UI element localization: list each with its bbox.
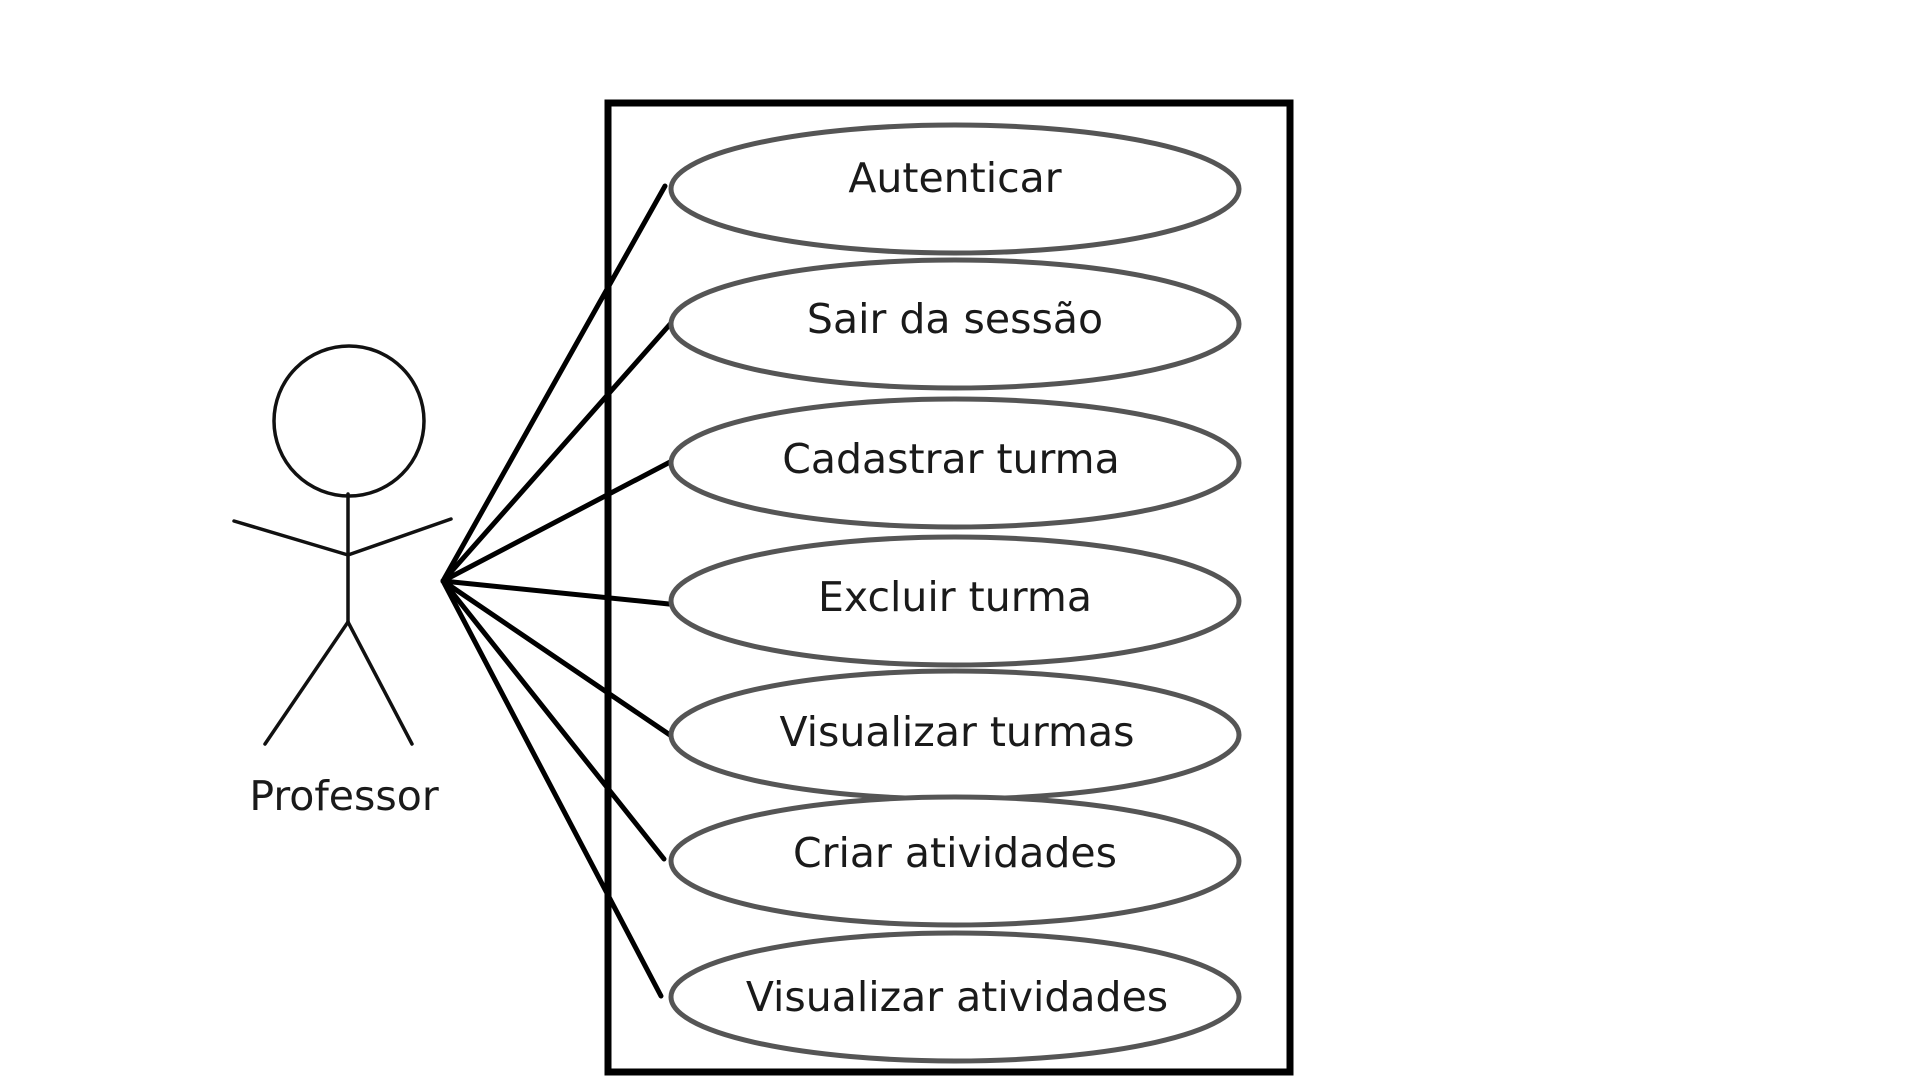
use-case-visualizar-atividades: Visualizar atividades (668, 930, 1242, 1064)
use-case-label: Sair da sessão (807, 295, 1103, 343)
use-case-label: Criar atividades (793, 829, 1117, 877)
use-case-sair-da-sessao: Sair da sessão (668, 257, 1242, 391)
actor-right-leg (346, 620, 414, 746)
association-line-cadastrar-turma (440, 458, 675, 584)
actor-right-arm (346, 517, 453, 557)
association-line-visualizar-atividades (440, 578, 664, 999)
use-case-ellipse (668, 794, 1242, 928)
actor-label: Professor (249, 772, 439, 820)
actor-left-arm (232, 519, 350, 557)
association-line-criar-atividades (440, 578, 667, 862)
use-case-autenticar: Autenticar (668, 122, 1242, 256)
use-case-label: Autenticar (848, 154, 1061, 202)
actor-professor (232, 344, 453, 746)
use-case-criar-atividades: Criar atividades (668, 794, 1242, 928)
use-case-ellipse (668, 396, 1242, 530)
use-case-excluir-turma: Excluir turma (668, 534, 1242, 668)
use-case-cadastrar-turma: Cadastrar turma (668, 396, 1242, 530)
use-case-label: Visualizar turmas (780, 708, 1135, 756)
use-case-ellipse (668, 257, 1242, 391)
use-case-visualizar-turmas: Visualizar turmas (668, 668, 1242, 802)
use-case-label: Cadastrar turma (782, 435, 1119, 483)
association-line-excluir-turma (440, 578, 672, 607)
association-line-visualizar-turmas (440, 578, 673, 738)
use-case-ellipse (668, 930, 1242, 1064)
actor-left-leg (263, 620, 350, 746)
actor-head (272, 344, 426, 498)
use-case-ellipse (668, 122, 1242, 256)
association-line-autenticar (440, 183, 668, 584)
use-case-ellipse (668, 534, 1242, 668)
system-boundary (604, 99, 1294, 1076)
use-case-label: Excluir turma (818, 573, 1092, 621)
use-case-label: Visualizar atividades (746, 973, 1168, 1021)
association-line-sair-da-sessao (440, 319, 675, 584)
associations (440, 183, 675, 999)
